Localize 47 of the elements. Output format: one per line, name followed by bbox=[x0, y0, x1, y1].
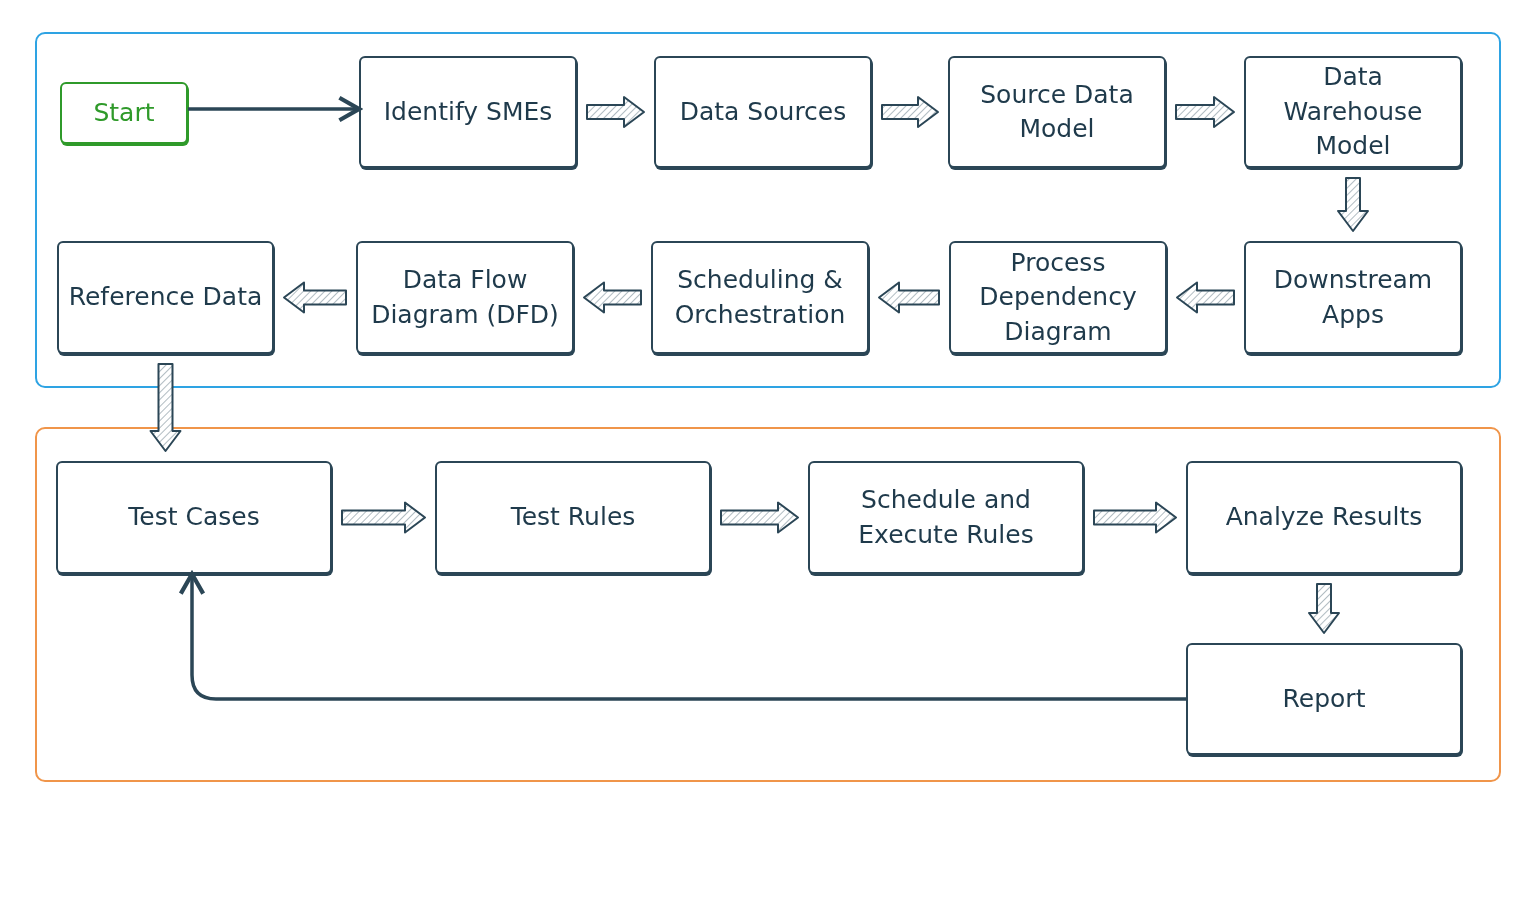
box-label: Identify SMEs bbox=[382, 95, 554, 128]
process-box bbox=[57, 241, 274, 354]
process-box bbox=[1186, 461, 1462, 574]
block-arrow bbox=[1093, 501, 1177, 534]
block-arrow bbox=[341, 501, 426, 534]
process-box bbox=[435, 461, 711, 574]
block-arrow bbox=[720, 501, 799, 534]
block-arrow bbox=[283, 281, 347, 314]
process-box bbox=[651, 241, 869, 354]
box-label: Data Warehouse Model bbox=[1282, 61, 1424, 163]
box-label: Scheduling & Orchestration bbox=[673, 264, 847, 331]
process-box bbox=[359, 56, 577, 168]
box-label: Reference Data bbox=[67, 281, 264, 314]
box-label: Process Dependency Diagram bbox=[978, 246, 1138, 348]
arrow bbox=[178, 571, 1186, 701]
process-box bbox=[356, 241, 574, 354]
box-label: Source Data Model bbox=[979, 78, 1135, 145]
process-box bbox=[1244, 56, 1462, 168]
box-label: Data Sources bbox=[678, 95, 848, 128]
block-arrow bbox=[1175, 96, 1235, 128]
block-arrow bbox=[878, 281, 940, 314]
block-arrow bbox=[1176, 281, 1235, 314]
block-arrow bbox=[586, 96, 645, 128]
box-label: Report bbox=[1281, 682, 1367, 715]
process-box bbox=[56, 461, 332, 574]
block-arrow bbox=[881, 96, 939, 128]
arrow bbox=[188, 95, 362, 123]
box-label: Schedule and Execute Rules bbox=[857, 484, 1035, 551]
box-label: Test Rules bbox=[509, 501, 637, 534]
process-box bbox=[1186, 643, 1462, 755]
box-label: Analyze Results bbox=[1224, 501, 1424, 534]
box-label: Start bbox=[92, 96, 156, 129]
block-arrow bbox=[1337, 177, 1369, 232]
box-label: Test Cases bbox=[127, 501, 261, 534]
process-box bbox=[948, 56, 1166, 168]
process-box bbox=[808, 461, 1084, 574]
group-frame bbox=[35, 32, 1501, 388]
box-label: Downstream Apps bbox=[1272, 264, 1434, 331]
block-arrow bbox=[1308, 583, 1340, 634]
process-box bbox=[949, 241, 1167, 354]
group-frame bbox=[35, 427, 1501, 782]
process-box bbox=[654, 56, 872, 168]
block-arrow bbox=[149, 363, 182, 452]
start-box bbox=[60, 82, 188, 144]
block-arrow bbox=[583, 281, 642, 314]
box-label: Data Flow Diagram (DFD) bbox=[370, 264, 560, 331]
process-box bbox=[1244, 241, 1462, 354]
